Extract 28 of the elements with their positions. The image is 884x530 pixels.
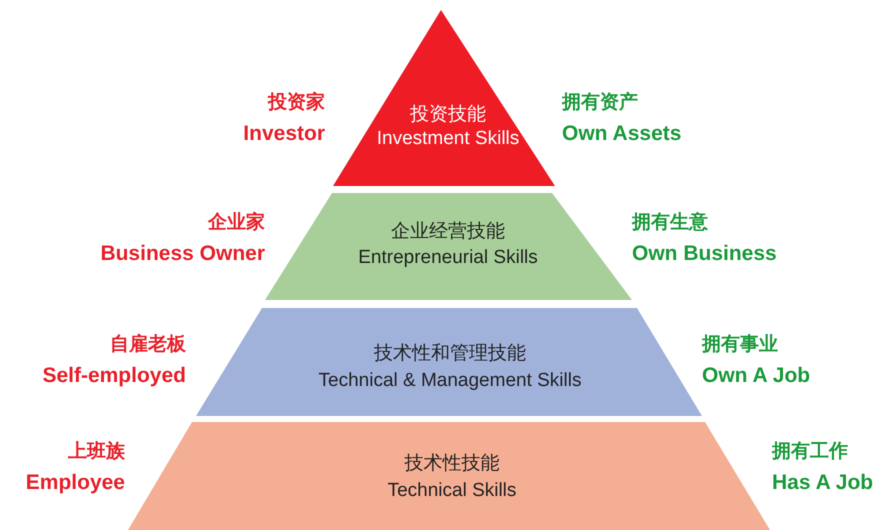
role-chinese-label: 企业家: [208, 212, 265, 235]
pyramid-level-band: [265, 193, 632, 300]
role-english-label: Employee: [26, 470, 125, 496]
income-chinese-label: 拥有生意: [632, 212, 708, 235]
chinese-skill-label: 技术性技能: [404, 453, 500, 476]
role-chinese-label: 投资家: [268, 92, 325, 115]
income-english-label: Own A Job: [702, 363, 810, 388]
pyramid-top-triangle: [333, 10, 555, 186]
role-english-label: Investor: [243, 121, 325, 146]
income-english-label: Own Business: [632, 241, 777, 266]
income-english-label: Has A Job: [772, 470, 874, 496]
chinese-skill-label: 企业经营技能: [390, 221, 506, 244]
role-english-label: Self-employed: [42, 363, 186, 388]
income-english-label: Own Assets: [562, 121, 682, 146]
english-skill-label: Technical & Management Skills: [318, 370, 582, 393]
role-chinese-label: 上班族: [68, 441, 125, 464]
chinese-skill-label: 投资技能: [409, 104, 487, 127]
pyramid-level-band: [196, 308, 702, 416]
income-chinese-label: 拥有工作: [772, 441, 848, 464]
income-chinese-label: 拥有事业: [702, 334, 778, 357]
chinese-skill-label: 技术性和管理技能: [373, 343, 527, 366]
english-skill-label: Technical Skills: [386, 480, 518, 503]
income-chinese-label: 拥有资产: [562, 92, 638, 115]
role-english-label: Business Owner: [100, 241, 265, 266]
english-skill-label: Investment Skills: [376, 128, 520, 151]
pyramid-level-band: [128, 422, 770, 530]
english-skill-label: Entrepreneurial Skills: [357, 247, 539, 270]
role-chinese-label: 自雇老板: [110, 334, 186, 357]
